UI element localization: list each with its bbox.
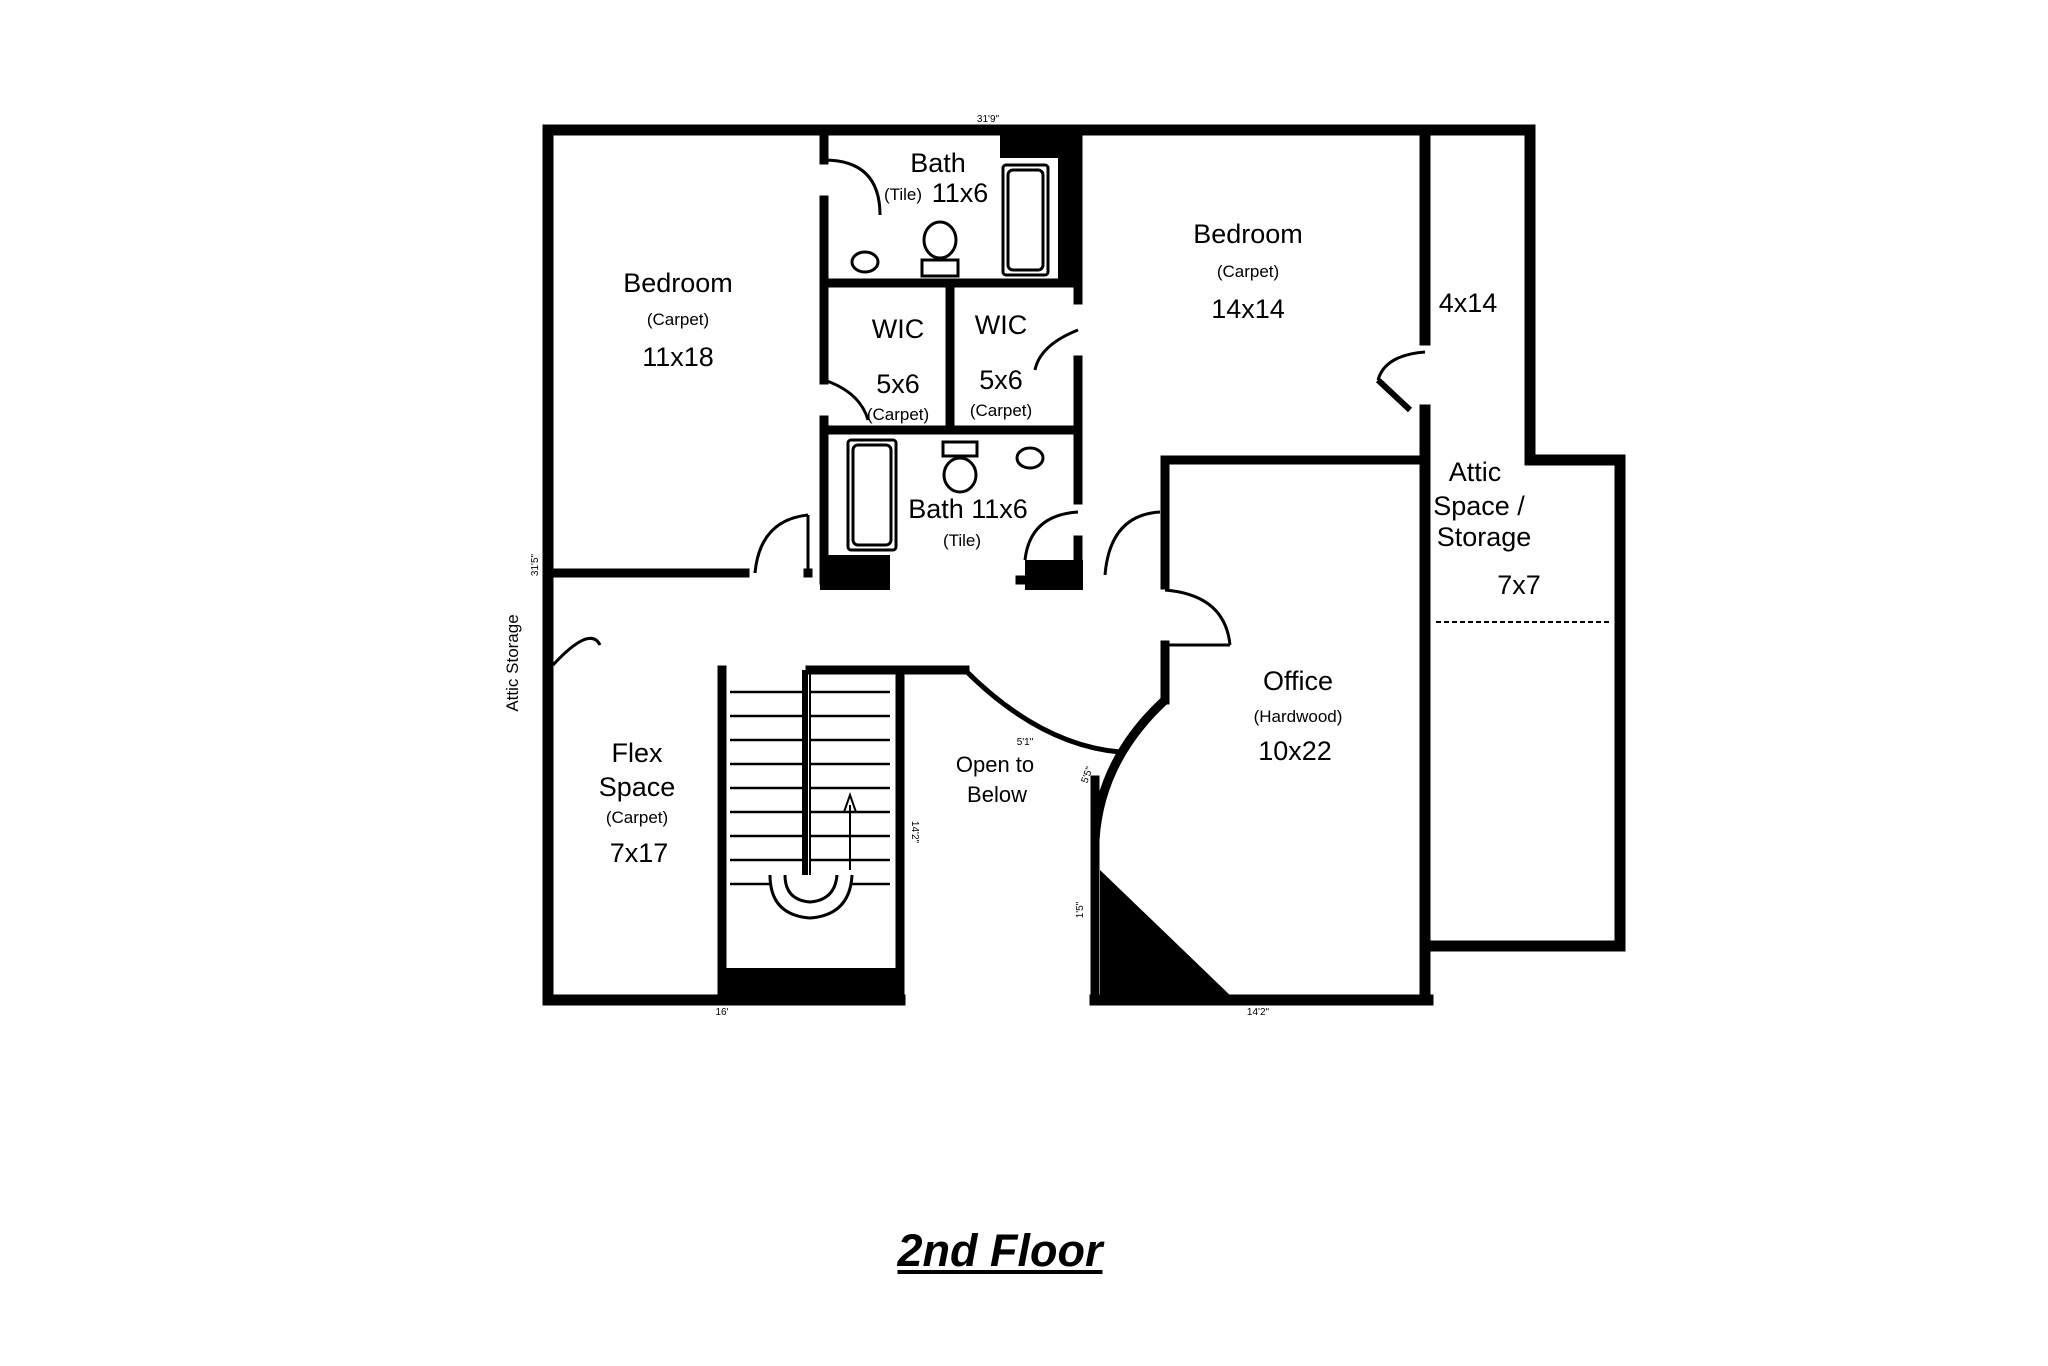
wic-right-floor: (Carpet) bbox=[970, 401, 1032, 420]
bathtub-bottom bbox=[846, 438, 898, 552]
bath-top-name: Bath bbox=[910, 148, 966, 178]
flex-line1: Flex bbox=[611, 738, 663, 768]
wic-right-size: 5x6 bbox=[979, 365, 1023, 395]
dim-left: 31'5" bbox=[530, 553, 541, 576]
sink-top bbox=[850, 250, 880, 274]
wic-left-name: WIC bbox=[872, 314, 924, 344]
door-flex bbox=[551, 636, 602, 667]
office-floor: (Hardwood) bbox=[1254, 707, 1343, 726]
labels: Bedroom (Carpet) 11x18 Bath (Tile) 11x6 … bbox=[503, 114, 1541, 1018]
office-curve-wall bbox=[1090, 696, 1169, 841]
dim-stair: 14'2" bbox=[909, 821, 920, 844]
bedroom-left-floor: (Carpet) bbox=[647, 310, 709, 329]
bath-bottom-name: Bath 11x6 bbox=[908, 494, 1028, 524]
attic-storage-label: Attic Storage bbox=[503, 614, 522, 711]
wic-left-size: 5x6 bbox=[876, 369, 920, 399]
toilet-top bbox=[922, 220, 958, 260]
open-line2: Below bbox=[967, 782, 1027, 807]
bedroom-left-size: 11x18 bbox=[642, 342, 714, 372]
dim-bottom-left: 16' bbox=[715, 1007, 728, 1018]
bedroom-right-floor: (Carpet) bbox=[1217, 262, 1279, 281]
toilet-bottom bbox=[942, 456, 978, 494]
flex-size: 7x17 bbox=[610, 838, 669, 868]
bath-top-floor: (Tile) bbox=[884, 185, 922, 204]
door-bath-top bbox=[823, 158, 882, 216]
attic-line2: Space / bbox=[1433, 491, 1525, 521]
office-size: 10x22 bbox=[1258, 736, 1332, 766]
door-office bbox=[1164, 588, 1232, 646]
sink-bottom bbox=[1015, 446, 1045, 470]
attic-size: 7x7 bbox=[1497, 570, 1541, 600]
dim-curve-b: 5'5" bbox=[1080, 765, 1096, 785]
open-line1: Open to bbox=[956, 752, 1034, 777]
dim-top: 31'9" bbox=[977, 114, 1000, 125]
space-4x14-size: 4x14 bbox=[1439, 288, 1498, 318]
open-below-arc bbox=[963, 668, 1121, 755]
dim-office-low: 1'5" bbox=[1075, 901, 1086, 918]
attic-line3: Storage bbox=[1437, 522, 1532, 552]
page-title: 2nd Floor bbox=[897, 1225, 1103, 1276]
stairs bbox=[730, 670, 890, 920]
bath-bottom-floor: (Tile) bbox=[943, 531, 981, 550]
door-office-top bbox=[1103, 510, 1161, 576]
solid-fills bbox=[722, 130, 1235, 1000]
door-bath-bottom bbox=[1023, 510, 1079, 561]
door-wic-left bbox=[823, 378, 870, 421]
wic-right-name: WIC bbox=[975, 310, 1027, 340]
dim-bottom-right: 14'2" bbox=[1247, 1007, 1270, 1018]
door-bedroom-right bbox=[1376, 350, 1426, 381]
bedroom-right-size: 14x14 bbox=[1211, 294, 1285, 324]
wic-left-floor: (Carpet) bbox=[867, 405, 929, 424]
flex-floor: (Carpet) bbox=[606, 808, 668, 827]
door-bedroom-left bbox=[753, 513, 809, 574]
bedroom-right-name: Bedroom bbox=[1193, 219, 1303, 249]
flex-line2: Space bbox=[599, 772, 676, 802]
walls bbox=[542, 124, 1626, 1006]
dim-curve-a: 5'1" bbox=[1017, 737, 1034, 748]
door-wic-right bbox=[1033, 328, 1079, 371]
doors bbox=[551, 158, 1426, 667]
bathtub-top bbox=[1001, 163, 1050, 277]
office-name: Office bbox=[1263, 666, 1333, 696]
attic-line1: Attic bbox=[1449, 457, 1502, 487]
fixtures bbox=[846, 163, 1050, 552]
bedroom-left-name: Bedroom bbox=[623, 268, 733, 298]
bath-top-size: 11x6 bbox=[932, 178, 989, 208]
